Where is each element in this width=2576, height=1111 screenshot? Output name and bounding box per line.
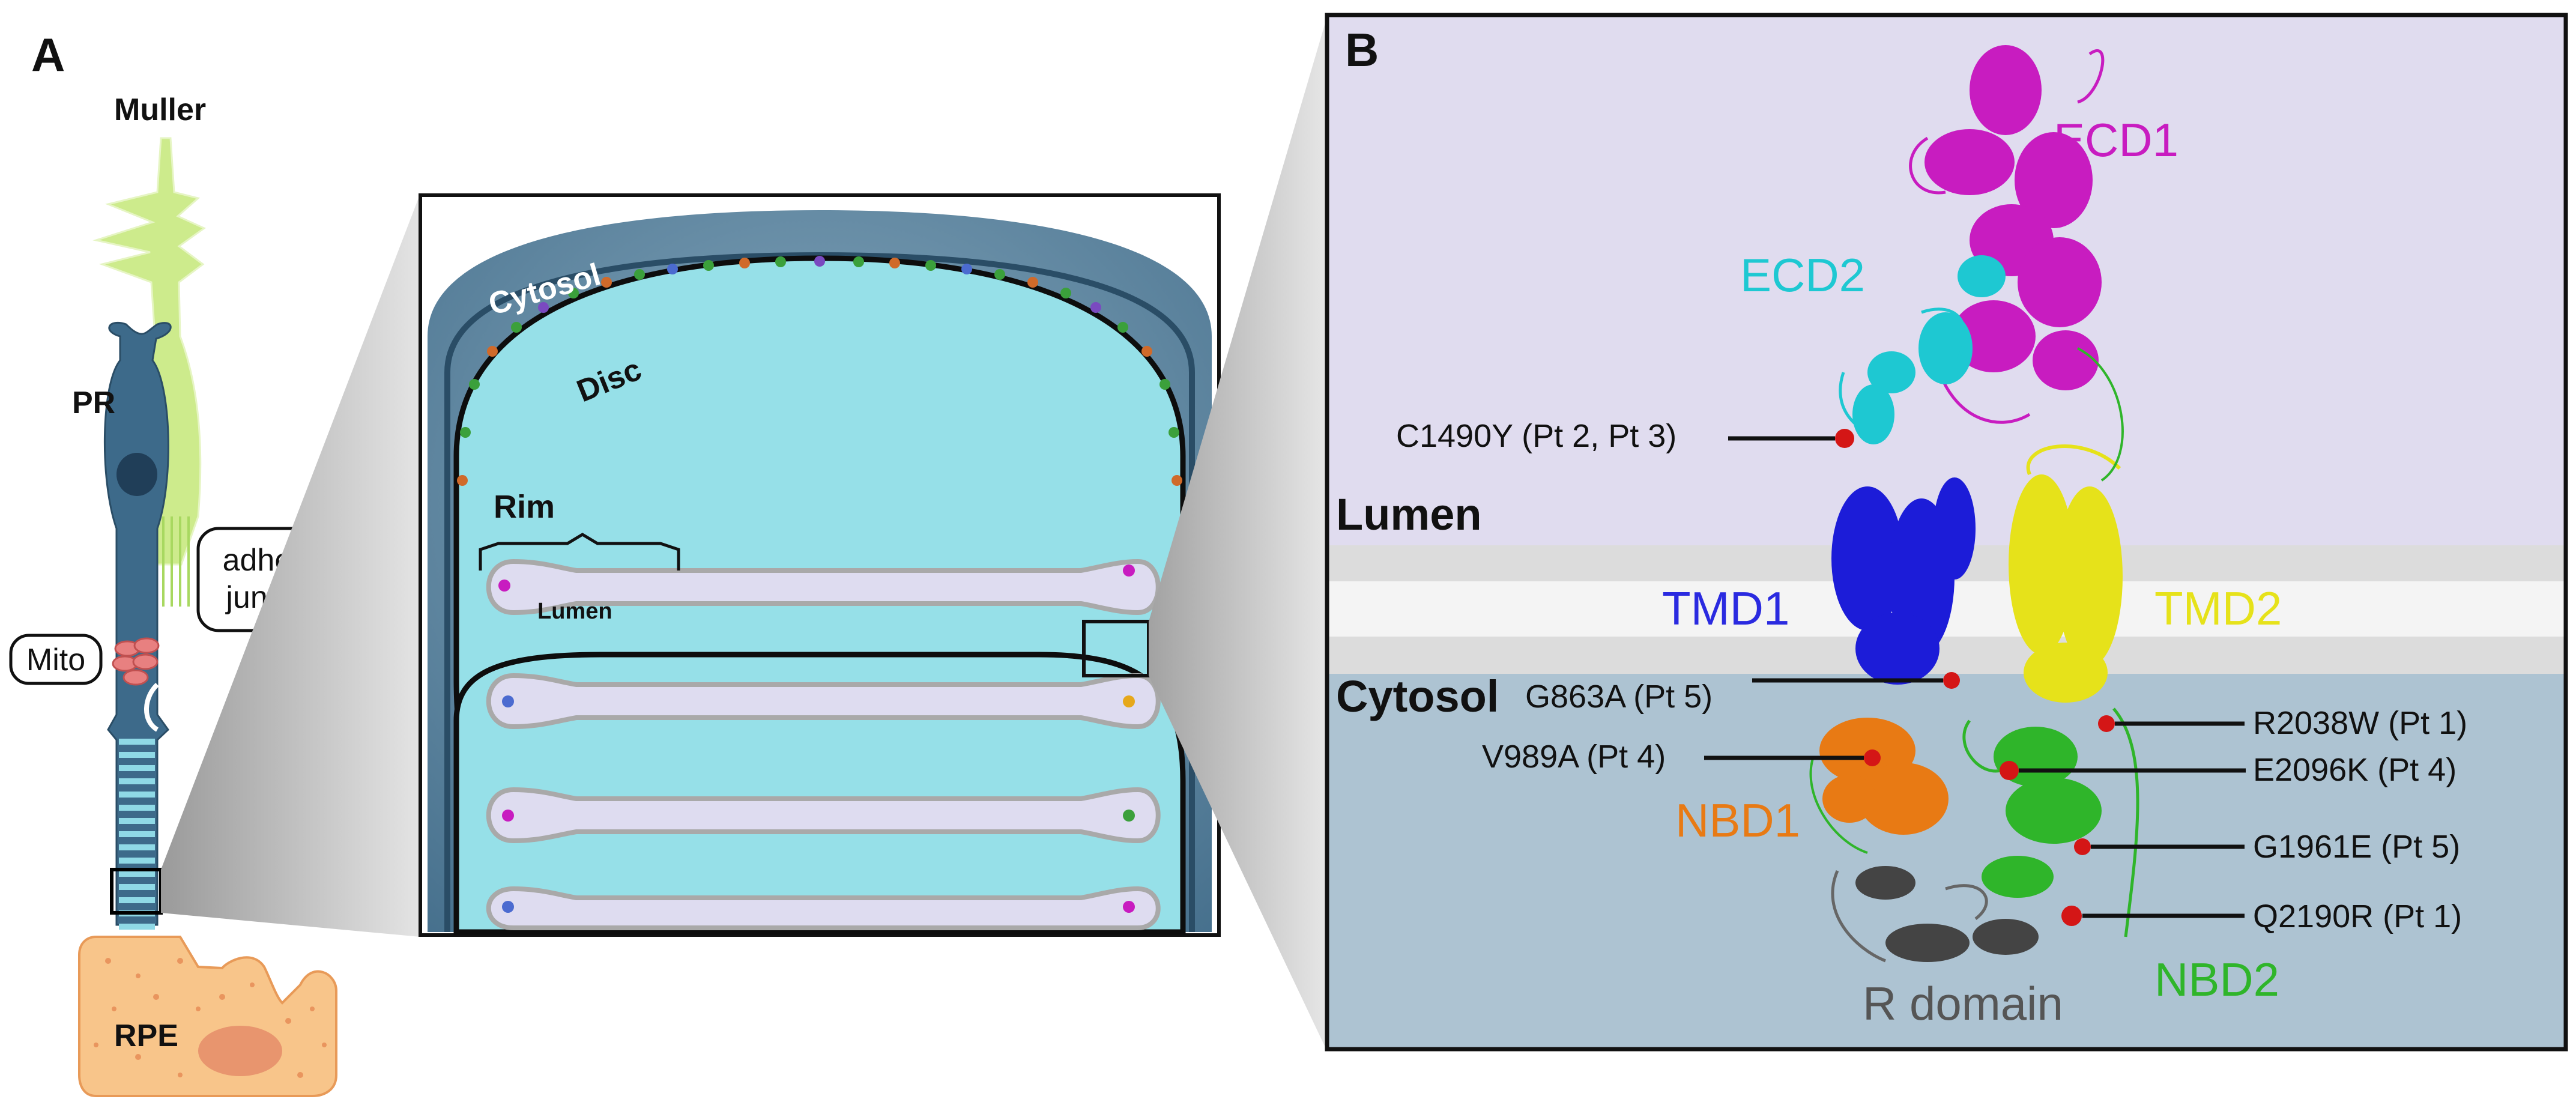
domain-label-tmd1: TMD1 [1662,582,1789,635]
label-rpe: RPE [114,1019,178,1053]
inset-label-rim: Rim [494,489,555,525]
rim-protein-dots [457,256,1182,913]
label-muller: Muller [114,92,206,127]
cytosol-background [1327,674,2566,1049]
region-label-lumen: Lumen [1336,489,1482,539]
label-pr: PR [72,386,115,420]
connecting-cilium [144,683,159,732]
mutation-sites [1835,429,2115,926]
domain-label-rdomain: R domain [1863,977,2063,1030]
mutation-leader-lines [1704,436,2246,918]
domain-label-nbd2: NBD2 [2154,953,2279,1006]
panel-b-letter: B [1345,23,1379,76]
label-mito: Mito [26,643,85,677]
c1490y-site [1835,429,1854,448]
rpe-cell [78,936,337,1097]
domain-label-ecd1: ECD1 [2054,114,2178,166]
v989a-site [1864,749,1881,766]
mutation-label-e2096k: E2096K (Pt 4) [2253,752,2457,788]
e2096k-site [2000,761,2019,780]
region-label-cytosol: Cytosol [1336,671,1499,721]
nbd1-domain [1819,718,1949,835]
g863a-site [1943,672,1960,689]
q2190r-site [2061,906,2082,926]
domain-label-ecd2: ECD2 [1740,249,1865,301]
panel-b: B Lumen Cytosol ECD1 ECD2 TMD1 TMD2 NBD1… [1325,13,2568,1052]
photoreceptor-cell [103,321,172,926]
mitochondria-icon [112,637,160,686]
mutation-label-r2038w: R2038W (Pt 1) [2253,705,2467,741]
tmd1-domain [1831,477,1976,685]
rim-brace [479,533,680,571]
tmd2-domain [2009,444,2123,703]
panel-a: A [9,28,1221,1097]
mutation-label-c1490y: C1490Y (Pt 2, Pt 3) [1396,418,1677,454]
domain-label-nbd1: NBD1 [1675,794,1800,847]
membrane-inner-leaflet [1327,637,2566,674]
ecd1-domain [1909,45,2105,424]
abca4-structure [1809,45,2139,963]
disc-lumen-tubes [486,559,1161,930]
mutation-label-q2190r: Q2190R (Pt 1) [2253,898,2462,934]
mutation-label-v989a: V989A (Pt 4) [1482,739,1666,775]
r-domain [1831,866,2039,963]
inset-label-lumen: Lumen [537,599,612,624]
panel-a-letter: A [31,28,65,81]
rpe-nucleus [198,1026,282,1076]
mutation-label-g863a: G863A (Pt 5) [1525,679,1713,715]
mutation-label-g1961e: G1961E (Pt 5) [2253,829,2460,865]
r2038w-site [2098,715,2115,732]
mito-label-box [9,634,103,685]
pr-nucleus [116,453,157,496]
ecd2-domain [1839,255,2006,444]
linker-loops [1809,347,2124,854]
panel-b-frame [1325,13,2568,1052]
disc-inset [419,193,1221,937]
zoom-beam-b [1149,17,1327,1051]
domain-label-tmd2: TMD2 [2154,582,2282,635]
rpe-granules [94,958,327,1078]
zoom-beam-a [161,193,420,937]
g1961e-site [2074,838,2091,855]
